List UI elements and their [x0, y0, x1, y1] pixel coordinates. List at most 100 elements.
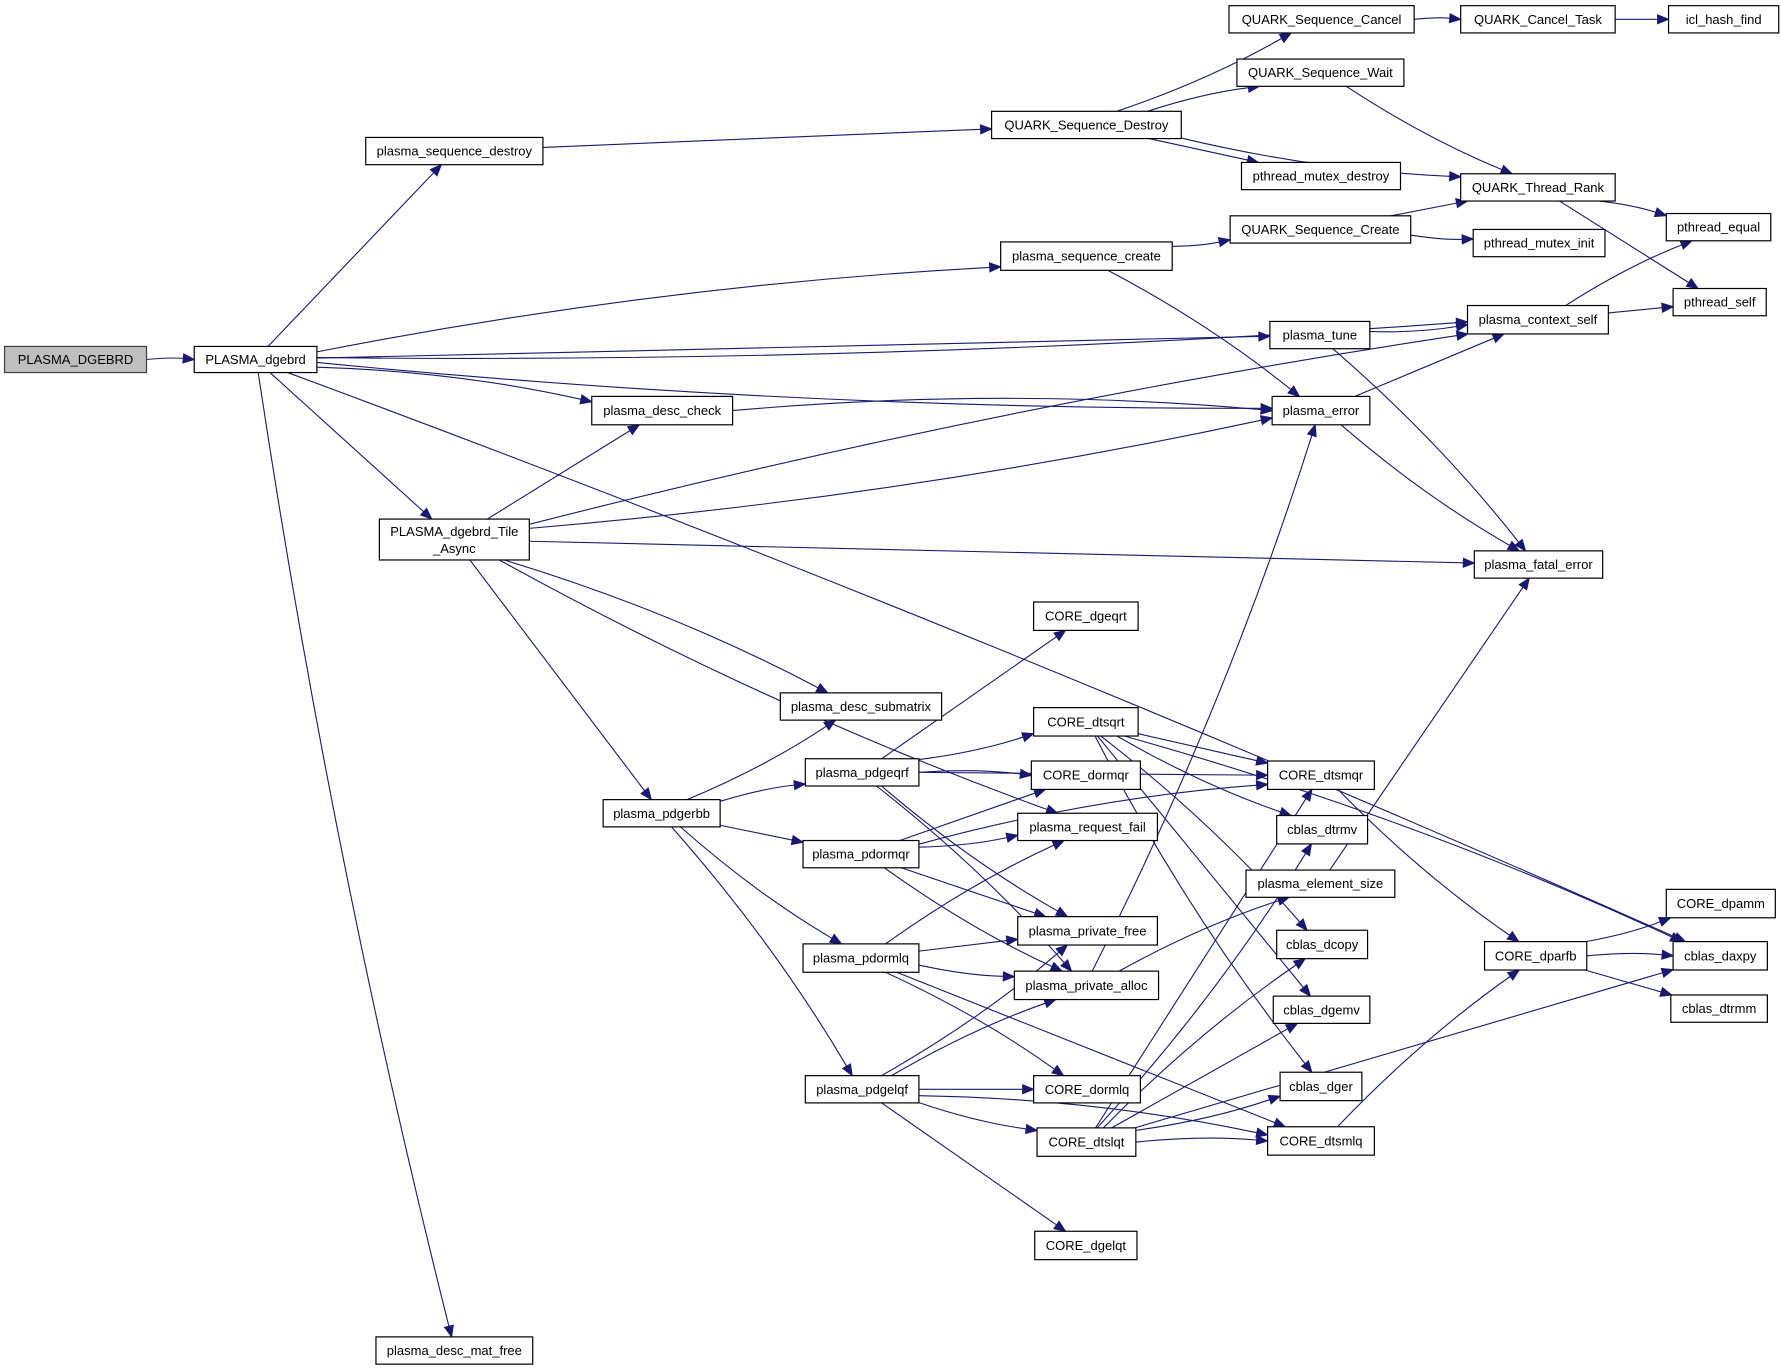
edge-core-dtsqrt-to-core-dtsmqr — [1137, 733, 1269, 766]
edge-plasma-pdgerbb-to-plasma-pdgeqrf — [719, 779, 807, 802]
node-core-dtsqrt[interactable]: CORE_dtsqrt — [1033, 707, 1139, 737]
node-plasma-dgebrd[interactable]: PLASMA_dgebrd — [193, 345, 318, 374]
edge-line — [680, 826, 833, 939]
node-quark-cancel-task[interactable]: QUARK_Cancel_Task — [1460, 5, 1616, 34]
arrowhead-icon — [1659, 986, 1674, 997]
arrowhead-icon — [793, 779, 807, 791]
node-box — [602, 799, 721, 828]
node-label: CORE_dtsqrt — [1047, 714, 1125, 729]
arrowhead-icon — [1022, 1084, 1035, 1095]
edge-line — [1148, 138, 1248, 161]
edge-quark-thread-rank-to-pthread-self — [1559, 200, 1700, 290]
node-core-dtslqt[interactable]: CORE_dtslqt — [1036, 1127, 1137, 1157]
edge-line — [918, 837, 1008, 848]
node-plasma-dgebrd-tile-async[interactable]: PLASMA_dgebrd_Tile_Async — [378, 518, 530, 561]
node-quark-sequence-cancel[interactable]: QUARK_Sequence_Cancel — [1228, 5, 1415, 34]
node-quark-thread-rank[interactable]: QUARK_Thread_Rank — [1460, 173, 1616, 202]
edge-line — [881, 636, 1057, 760]
node-plasma-dgebrd[interactable]: PLASMA_DGEBRD — [3, 345, 148, 374]
node-plasma-error[interactable]: plasma_error — [1271, 395, 1371, 426]
node-core-dgelqt[interactable]: CORE_dgelqt — [1034, 1230, 1138, 1261]
node-pthread-equal[interactable]: pthread_equal — [1665, 212, 1772, 242]
node-quark-sequence-wait[interactable]: QUARK_Sequence_Wait — [1236, 58, 1405, 87]
node-pthread-mutex-init[interactable]: pthread_mutex_init — [1472, 228, 1606, 258]
node-label: plasma_pdgelqf — [816, 1082, 908, 1097]
node-pthread-self[interactable]: pthread_self — [1672, 287, 1767, 317]
arrowhead-icon — [1217, 237, 1232, 248]
edge-line — [896, 971, 1276, 1124]
edge-core-dtsmlq-to-core-dparfb — [1337, 969, 1521, 1128]
node-box — [1460, 173, 1616, 202]
node-pthread-mutex-destroy[interactable]: pthread_mutex_destroy — [1240, 161, 1402, 191]
node-core-dormlq[interactable]: CORE_dormlq — [1033, 1075, 1141, 1104]
edge-line — [1585, 921, 1661, 943]
edge-plasma-dgebrd-tile-async-to-plasma-request-fail — [499, 559, 1059, 815]
node-plasma-pdormlq[interactable]: plasma_pdormlq — [802, 943, 920, 973]
node-quark-sequence-destroy[interactable]: QUARK_Sequence_Destroy — [990, 110, 1182, 140]
node-label: plasma_sequence_create — [1012, 249, 1161, 264]
node-label: plasma_private_free — [1029, 923, 1147, 938]
arrowhead-icon — [1506, 540, 1521, 552]
arrowhead-icon — [1661, 302, 1675, 313]
arrowhead-icon — [1300, 1059, 1313, 1074]
node-icl-hash-find[interactable]: icl_hash_find — [1667, 5, 1780, 34]
node-plasma-pdgelqf[interactable]: plasma_pdgelqf — [804, 1075, 920, 1104]
node-plasma-element-size[interactable]: plasma_element_size — [1245, 869, 1396, 898]
edge-line — [529, 540, 1464, 564]
node-cblas-daxpy[interactable]: cblas_daxpy — [1672, 941, 1768, 971]
edge-plasma-pdormqr-to-core-dtsmqr — [918, 779, 1269, 845]
node-core-dparfb[interactable]: CORE_dparfb — [1483, 941, 1588, 971]
edge-line — [1608, 307, 1663, 314]
edge-plasma-dgebrd-to-plasma-desc-check — [316, 366, 594, 405]
node-core-dgeqrt[interactable]: CORE_dgeqrt — [1033, 601, 1139, 631]
edge-line — [529, 419, 1262, 529]
node-plasma-pdgeqrf[interactable]: plasma_pdgeqrf — [804, 758, 920, 787]
node-label: plasma_pdormlq — [813, 951, 909, 966]
node-cblas-dtrmv[interactable]: cblas_dtrmv — [1276, 814, 1369, 845]
node-plasma-fatal-error[interactable]: plasma_fatal_error — [1473, 550, 1604, 579]
node-label: cblas_daxpy — [1684, 948, 1757, 963]
node-cblas-dgemv[interactable]: cblas_dgemv — [1272, 995, 1371, 1024]
edge-plasma-dgebrd-tile-async-to-plasma-error — [529, 415, 1274, 529]
node-core-dormqr[interactable]: CORE_dormqr — [1030, 760, 1141, 791]
node-plasma-request-fail[interactable]: plasma_request_fail — [1017, 812, 1159, 842]
node-core-dpamm[interactable]: CORE_dpamm — [1665, 888, 1776, 919]
edge-line — [881, 1102, 1057, 1226]
node-box — [1000, 241, 1173, 271]
arrowhead-icon — [1284, 1022, 1299, 1034]
node-cblas-dcopy[interactable]: cblas_dcopy — [1276, 929, 1369, 960]
edge-line — [146, 357, 184, 361]
edge-line — [1118, 900, 1279, 972]
node-plasma-desc-submatrix[interactable]: plasma_desc_submatrix — [779, 692, 943, 721]
edge-line — [1599, 200, 1656, 213]
node-plasma-pdormqr[interactable]: plasma_pdormqr — [802, 839, 920, 869]
node-plasma-context-self[interactable]: plasma_context_self — [1466, 304, 1609, 335]
node-quark-sequence-create[interactable]: QUARK_Sequence_Create — [1229, 215, 1412, 244]
edge-line — [918, 939, 1007, 952]
node-plasma-pdgerbb[interactable]: plasma_pdgerbb — [602, 799, 721, 828]
node-plasma-private-alloc[interactable]: plasma_private_alloc — [1013, 970, 1160, 1001]
node-core-dtsmlq[interactable]: CORE_dtsmlq — [1266, 1126, 1375, 1156]
node-plasma-sequence-destroy[interactable]: plasma_sequence_destroy — [365, 136, 544, 166]
edge-line — [1565, 244, 1682, 307]
node-plasma-desc-check[interactable]: plasma_desc_check — [591, 395, 734, 426]
node-plasma-private-free[interactable]: plasma_private_free — [1017, 916, 1159, 946]
node-plasma-desc-mat-free[interactable]: plasma_desc_mat_free — [375, 1336, 534, 1365]
node-plasma-tune[interactable]: plasma_tune — [1269, 320, 1371, 350]
edge-plasma-error-to-plasma-context-self — [1354, 333, 1506, 397]
arrowhead-icon — [429, 163, 443, 177]
edge-plasma-pdormlq-to-plasma-private-alloc — [918, 964, 1016, 982]
edge-core-dparfb-to-core-dpamm — [1585, 917, 1672, 943]
node-cblas-dger[interactable]: cblas_dger — [1279, 1071, 1363, 1102]
edge-plasma-sequence-destroy-to-quark-sequence-destroy — [542, 124, 993, 148]
node-box — [1670, 994, 1768, 1023]
node-core-dtsmqr[interactable]: CORE_dtsmqr — [1266, 760, 1375, 791]
edge-line — [499, 559, 1048, 811]
node-plasma-sequence-create[interactable]: plasma_sequence_create — [1000, 241, 1173, 271]
arrowhead-icon — [1059, 959, 1073, 973]
edge-line — [269, 372, 424, 513]
node-box — [779, 692, 943, 721]
edge-line — [316, 366, 582, 400]
node-cblas-dtrmm[interactable]: cblas_dtrmm — [1670, 994, 1768, 1023]
edge-plasma-dgebrd-to-plasma-dgebrd-tile-async — [269, 372, 433, 520]
